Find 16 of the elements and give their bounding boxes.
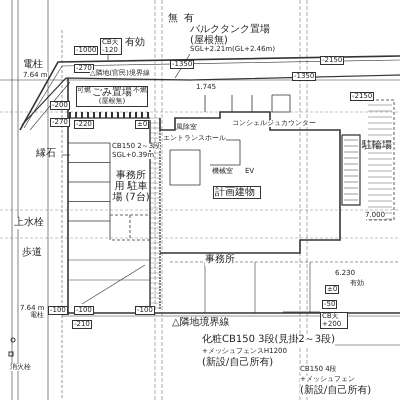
annotation-text: 歩道 xyxy=(22,248,42,258)
annotation-text: (新設/自己所有) xyxy=(300,386,372,396)
parking-area-label: 事務所用 駐車場 (7台) xyxy=(112,170,150,203)
annotation-text: 化粧CB150 3段(見掛2～3段) xyxy=(202,335,335,346)
annotation-text: 縁石 xyxy=(36,148,62,159)
annotation-text: 無 xyxy=(168,14,178,24)
annotation-text: 電柱 xyxy=(23,60,43,70)
building-label: 計画建物 xyxy=(213,186,261,199)
bicycle-parking-label: 駐輪場 xyxy=(362,140,392,151)
annotation-text: 事務所 xyxy=(205,255,235,266)
annotation-text: 有 xyxy=(184,14,194,24)
annotation-text: 有効 xyxy=(125,38,145,48)
annotation-text: △隣地境界線 xyxy=(172,318,230,328)
annotation-text: (新設/自己所有) xyxy=(202,358,274,368)
leader-line xyxy=(62,154,70,156)
annotation-text: 上水栓 xyxy=(14,218,44,228)
